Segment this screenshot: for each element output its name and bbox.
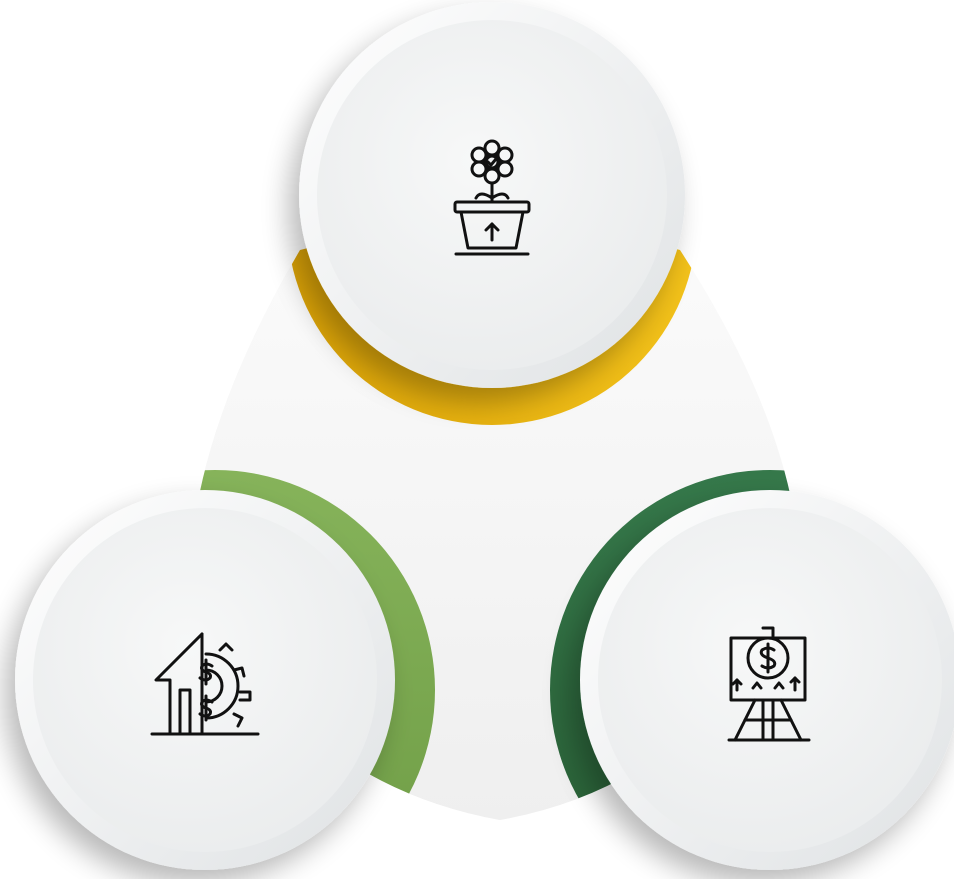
house-gear-dollar-icon	[150, 632, 260, 736]
plant-pot-growth-icon	[453, 139, 531, 256]
bottom-right-node	[580, 490, 954, 870]
easel-dollar-growth-icon	[727, 626, 811, 742]
